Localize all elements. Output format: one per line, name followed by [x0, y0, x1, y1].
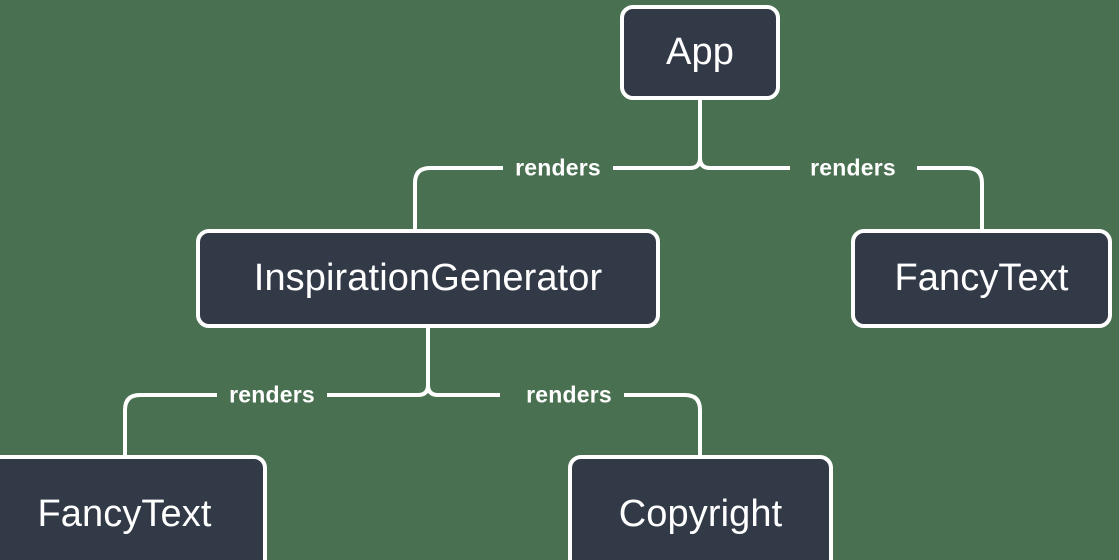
node-copyright-label: Copyright [618, 492, 783, 535]
node-fancytext-bottom-label: FancyText [37, 492, 212, 535]
edge-app-to-fancytext-right [917, 166, 984, 229]
edge-inspiration-tee-right [426, 384, 500, 397]
node-inspiration-generator[interactable]: InspirationGenerator [196, 229, 660, 328]
node-copyright[interactable]: Copyright [568, 455, 833, 560]
node-inspiration-generator-label: InspirationGenerator [253, 257, 603, 299]
node-app[interactable]: App [620, 5, 780, 100]
edge-app-tee-right [698, 157, 790, 170]
edge-inspiration-tee-left [327, 384, 430, 397]
edge-label-inspiration-fancytext-bottom: renders [229, 381, 315, 408]
edge-inspiration-to-fancytext-bottom [123, 393, 217, 455]
node-fancytext-bottom[interactable]: FancyText [0, 455, 267, 560]
edge-label-app-inspiration: renders [515, 154, 601, 181]
node-fancytext-right-label: FancyText [894, 257, 1069, 299]
edge-label-inspiration-copyright: renders [526, 381, 612, 408]
edge-inspiration-to-copyright [624, 393, 702, 455]
edge-app-tee-left [613, 157, 702, 170]
edge-app-to-inspiration [413, 166, 503, 229]
edge-label-app-fancytext-right: renders [810, 154, 896, 181]
node-app-label: App [666, 31, 734, 73]
node-fancytext-right[interactable]: FancyText [851, 229, 1112, 328]
